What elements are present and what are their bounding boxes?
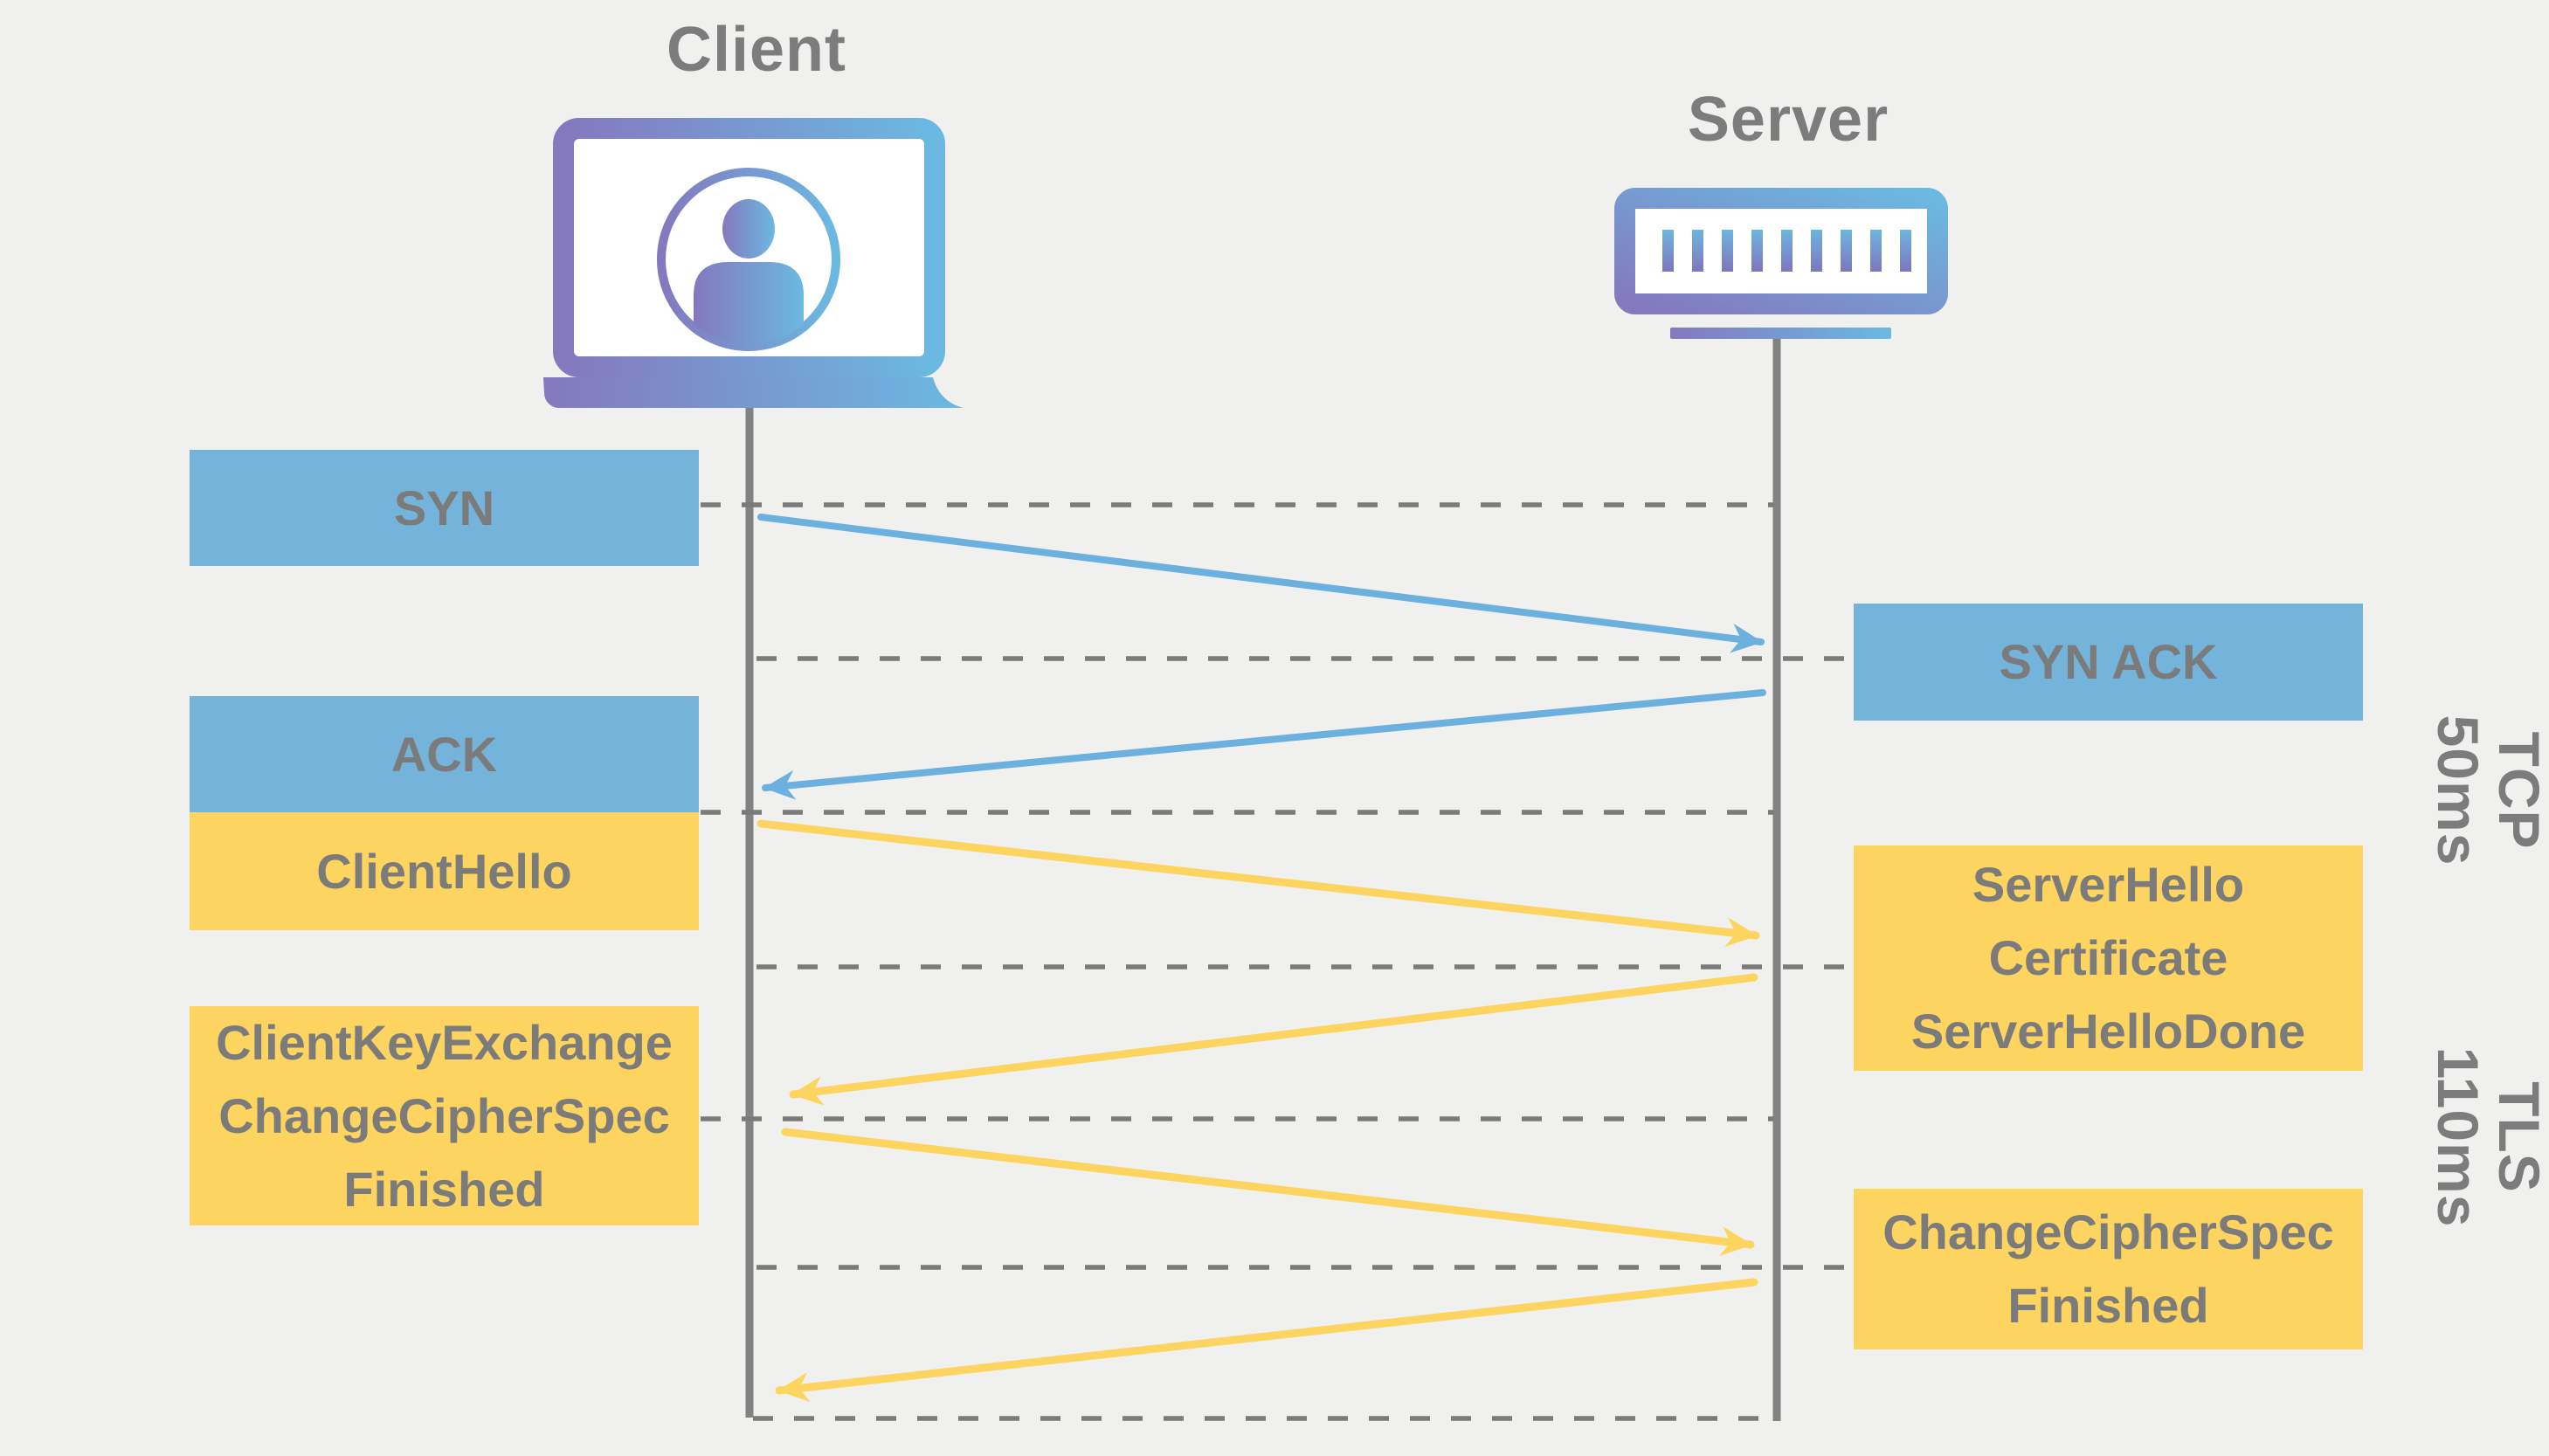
message-label: SYN xyxy=(393,480,495,535)
message-label: ACK xyxy=(390,726,498,782)
avatar-circle xyxy=(657,168,840,351)
phase-protocol: TLS xyxy=(2486,1081,2549,1193)
phase-protocol: TCP xyxy=(2486,731,2549,850)
message-box-client-key-exchange: ClientKeyExchange ChangeCipherSpec Finis… xyxy=(190,1006,699,1225)
dashed-guides xyxy=(701,502,1850,1421)
message-box-client-hello: ClientHello xyxy=(190,812,699,930)
server-base-bar xyxy=(1670,328,1891,339)
arrow-syn xyxy=(757,514,1765,653)
arrow-client-hello xyxy=(756,819,1760,948)
message-box-syn-ack: SYN ACK xyxy=(1854,604,2363,721)
message-box-syn: SYN xyxy=(190,450,699,566)
laptop-base xyxy=(543,377,964,408)
message-label: SYN ACK xyxy=(1999,634,2218,689)
server-rack-icon xyxy=(1614,188,1948,339)
message-arrows xyxy=(756,514,1766,1403)
laptop-user-icon xyxy=(543,118,964,408)
arrow-server-hello xyxy=(789,973,1758,1106)
message-label: ChangeCipherSpec Finished xyxy=(1882,1204,2334,1333)
server-title: Server xyxy=(1687,85,1889,155)
arrow-syn-ack xyxy=(762,689,1766,800)
message-label: ClientHello xyxy=(316,843,572,899)
phase-label-tcp: TCP 50ms xyxy=(2426,714,2549,866)
user-avatar-icon xyxy=(694,199,804,344)
client-title: Client xyxy=(666,15,847,85)
arrow-client-key-exchange xyxy=(781,1128,1755,1256)
message-label: ClientKeyExchange ChangeCipherSpec Finis… xyxy=(216,1014,673,1217)
server-indicator-bars xyxy=(1662,230,1911,272)
phase-label-tls: TLS 110ms xyxy=(2426,1046,2549,1228)
message-box-server-hello: ServerHello Certificate ServerHelloDone xyxy=(1854,845,2363,1071)
message-label: ServerHello Certificate ServerHelloDone xyxy=(1910,857,2306,1059)
phase-duration: 50ms xyxy=(2426,714,2490,866)
arrow-change-cipher-spec xyxy=(775,1278,1758,1403)
message-box-change-cipher-spec: ChangeCipherSpec Finished xyxy=(1854,1189,2363,1349)
phase-duration: 110ms xyxy=(2426,1046,2490,1228)
message-box-ack: ACK xyxy=(190,696,699,812)
